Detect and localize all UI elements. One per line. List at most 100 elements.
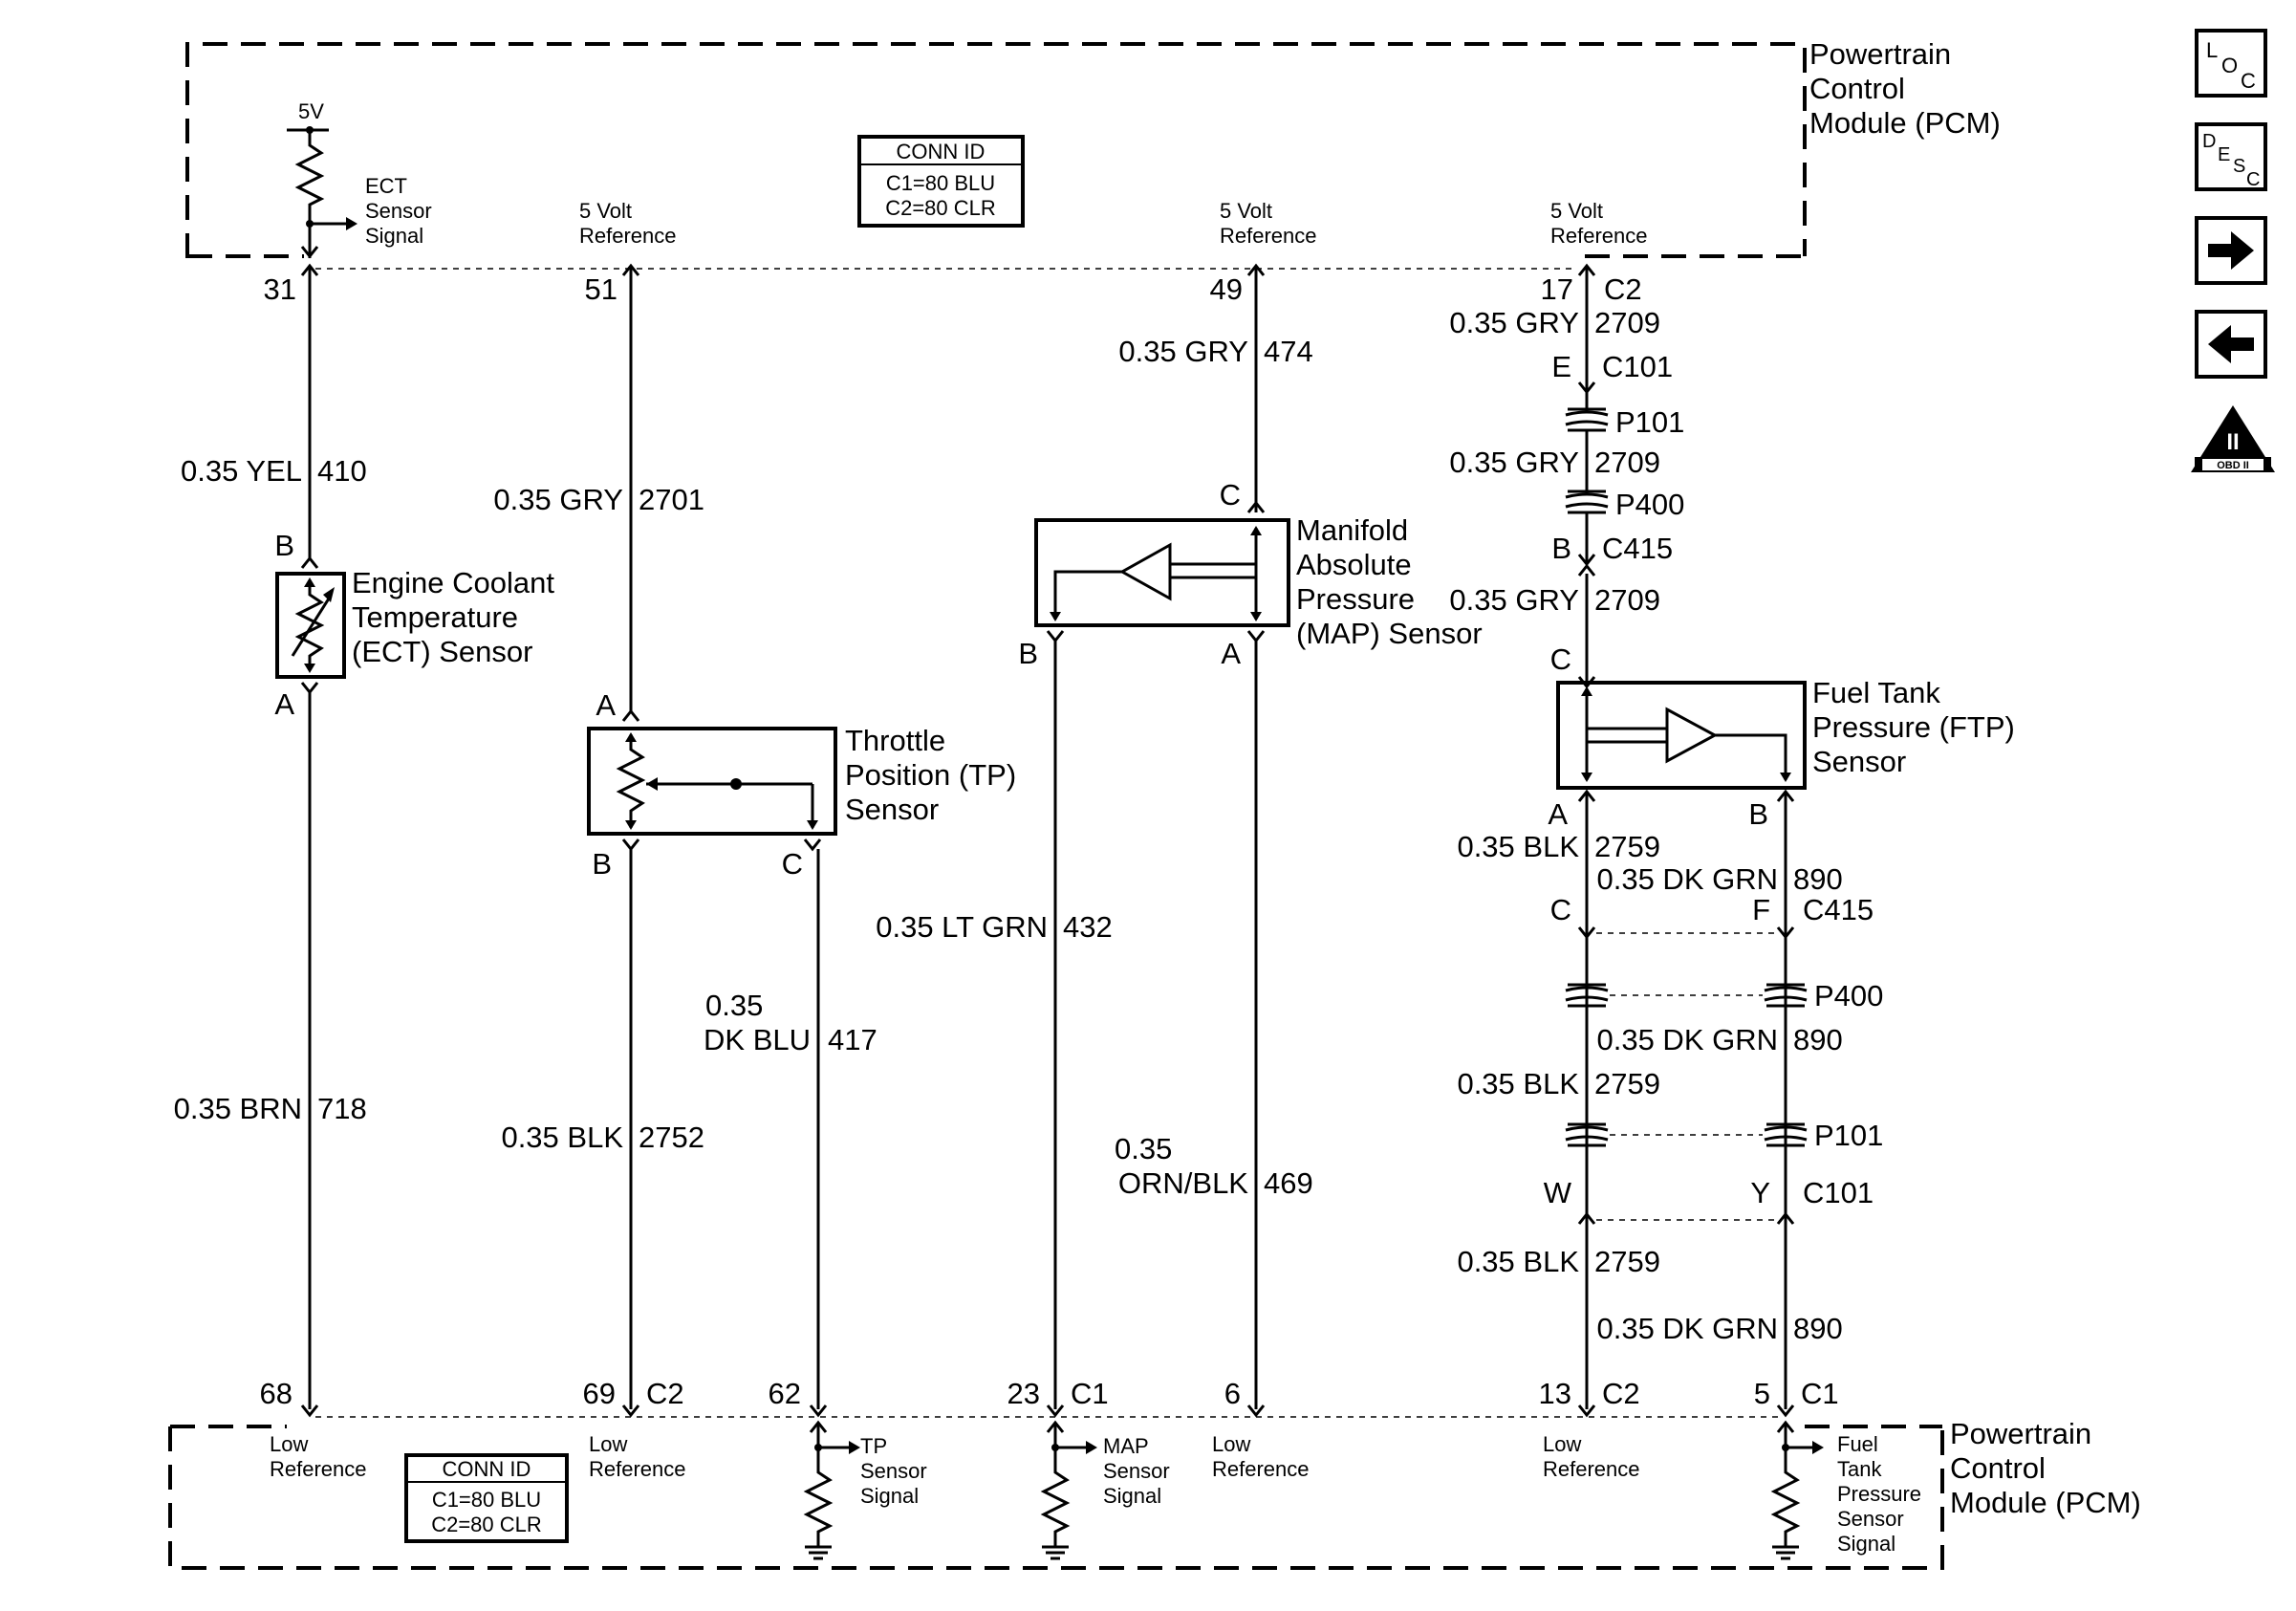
low-ref-4b: Reference [1543,1457,1640,1481]
pcm-bottom-title-2: Control [1950,1451,2046,1485]
conn-c-c415: C [1550,893,1571,926]
tp-pin-c: C [782,847,803,881]
wire-474-gauge: 0.35 GRY [1118,335,1248,368]
conn-y-c101: Y [1750,1176,1770,1209]
ftp-pin-c: C [1550,642,1571,676]
next-button[interactable] [2195,216,2267,285]
ect-pin-b: B [274,529,294,562]
pin-31: 31 [264,272,296,306]
obd-ii-icon [2191,405,2275,472]
tp-pin-a: A [596,688,616,722]
low-ref-1a: Low [270,1432,308,1456]
low-ref-3b: Reference [1212,1457,1310,1481]
wire-2709c-num: 2709 [1594,583,1660,617]
ftp-pin-b: B [1748,797,1768,831]
pin-69: 69 [583,1377,616,1410]
pin-23-conn: C1 [1071,1377,1109,1410]
ref-label-3b: Reference [1550,224,1648,248]
map-name-1: Manifold [1296,513,1408,547]
ect-circuit: 0.35 YEL 410 B A 0.35 BRN 718 Engine Coo… [174,268,554,1409]
ftp-sensor-signal-2: Tank [1837,1457,1882,1481]
pcm-top-title-3: Module (PCM) [1809,106,2001,140]
conn-p400-a: P400 [1615,488,1684,521]
ect-name-2: Temperature [352,600,518,634]
pin-51: 51 [585,272,617,306]
desc-letter-e: E [2218,144,2230,165]
wire-2759c-num: 2759 [1594,1245,1660,1278]
wire-469-num: 469 [1264,1166,1313,1200]
pin-13: 13 [1539,1377,1571,1410]
wire-432-num: 432 [1063,910,1113,944]
ect-sensor-signal-3: Signal [365,224,423,248]
low-ref-4a: Low [1543,1432,1581,1456]
pin-6: 6 [1224,1377,1241,1410]
wire-2701-gauge: 0.35 GRY [493,483,623,516]
wire-417-gauge-2: DK BLU [704,1023,811,1056]
desc-button[interactable]: D E S C [2195,122,2267,191]
pin-69-conn: C2 [646,1377,684,1410]
wire-890a-num: 890 [1793,862,1843,896]
desc-letter-d: D [2202,131,2216,152]
desc-letter-c: C [2246,169,2260,190]
conn-id-bottom-c1: C1=80 BLU [432,1488,541,1512]
conn-p101-a: P101 [1615,405,1684,439]
map-name-2: Absolute [1296,548,1412,581]
pin-5-conn: C1 [1801,1377,1839,1410]
wire-890b-num: 890 [1793,1023,1843,1056]
map-circuit: 0.35 GRY 474 C Manifold Absolute Pressur… [876,268,1483,1409]
ftp-name-3: Sensor [1812,745,1906,778]
wire-2701-num: 2701 [639,483,704,516]
wire-410-num: 410 [317,454,367,488]
wire-2759b-gauge: 0.35 BLK [1457,1067,1579,1100]
arrow-left-icon [2208,325,2254,363]
conn-id-top: CONN ID C1=80 BLU C2=80 CLR [857,135,1025,228]
prev-button[interactable] [2195,310,2267,379]
pin-17-conn: C2 [1604,272,1642,306]
ref-label-1a: 5 Volt [579,199,632,223]
map-signal-circuit: MAP Sensor Signal [1040,1420,1170,1560]
tp-signal-circuit: TP Sensor Signal [803,1420,927,1560]
bottom-reference-labels: Low Reference Low Reference Low Referenc… [270,1432,1640,1481]
ect-sensor-signal-2: Sensor [365,199,432,223]
wire-469-gauge-2: ORN/BLK [1118,1166,1248,1200]
pin-49: 49 [1210,272,1243,306]
map-pin-b: B [1018,637,1038,670]
wire-2759a-gauge: 0.35 BLK [1457,830,1579,863]
wire-432-gauge: 0.35 LT GRN [876,910,1048,944]
map-name-4: (MAP) Sensor [1296,617,1483,650]
tp-sensor-signal-1: TP [860,1434,887,1458]
low-ref-2a: Low [589,1432,627,1456]
ftp-name-1: Fuel Tank [1812,676,1940,709]
five-volt-label: 5V [298,99,324,123]
tp-name-2: Position (TP) [845,758,1016,792]
wire-2709b-gauge: 0.35 GRY [1449,446,1579,479]
wire-2759b-num: 2759 [1594,1067,1660,1100]
low-ref-1b: Reference [270,1457,367,1481]
loc-letter-c: C [2241,69,2256,93]
map-sensor-signal-2: Sensor [1103,1459,1170,1483]
pin-13-conn: C2 [1602,1377,1640,1410]
ftp-sensor-signal-4: Sensor [1837,1507,1904,1531]
wire-417-gauge-1: 0.35 [705,989,763,1022]
pin-68: 68 [260,1377,292,1410]
reference-labels-top: 5 Volt Reference 5 Volt Reference 5 Volt… [579,199,1648,248]
obd-ii-button[interactable]: II OBD II [2191,405,2275,472]
map-sensor-signal-3: Signal [1103,1484,1161,1508]
pin-17: 17 [1541,272,1573,306]
tp-pin-b: B [592,847,612,881]
loc-letter-l: L [2206,38,2218,62]
obd-ii-label: OBD II [2217,460,2249,471]
ftp-signal-circuit: Fuel Tank Pressure Sensor Signal [1770,1420,1921,1560]
ftp-sensor-signal-3: Pressure [1837,1482,1921,1506]
loc-button[interactable]: L O C [2195,29,2267,98]
ref-label-2b: Reference [1220,224,1317,248]
ref-label-1b: Reference [579,224,677,248]
pin-5: 5 [1754,1377,1770,1410]
conn-id-bottom-c2: C2=80 CLR [431,1513,542,1536]
pcm-bottom-title-3: Module (PCM) [1950,1486,2141,1519]
low-ref-3a: Low [1212,1432,1250,1456]
pcm-top: Powertrain Control Module (PCM) [185,37,2001,270]
conn-f-c415: F [1752,893,1770,926]
ref-label-3a: 5 Volt [1550,199,1603,223]
wire-890b-gauge: 0.35 DK GRN [1596,1023,1778,1056]
